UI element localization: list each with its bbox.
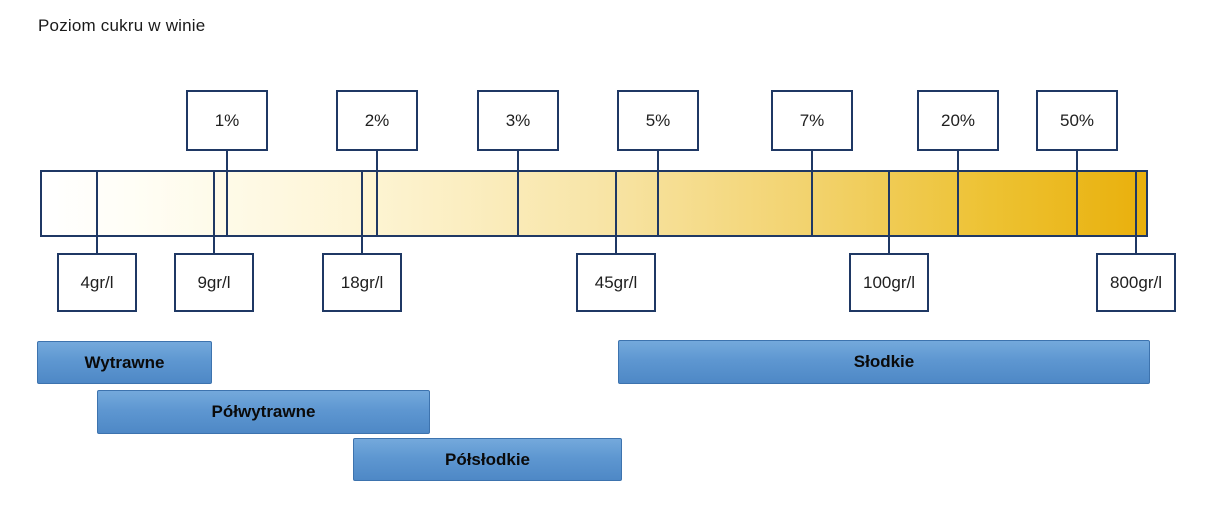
category-bar-wytrawne: Wytrawne xyxy=(37,341,212,384)
percent-connector-line xyxy=(811,151,813,170)
scale-tick-line xyxy=(1076,170,1078,237)
scale-tick-line xyxy=(811,170,813,237)
gram-connector-line xyxy=(361,237,363,253)
gram-connector-line xyxy=(213,237,215,253)
percent-marker-box: 20% xyxy=(917,90,999,151)
gram-marker-box: 45gr/l xyxy=(576,253,656,312)
scale-tick-line xyxy=(96,170,98,237)
gram-connector-line xyxy=(615,237,617,253)
percent-connector-line xyxy=(657,151,659,170)
percent-connector-line xyxy=(376,151,378,170)
gram-connector-line xyxy=(888,237,890,253)
gram-marker-box: 9gr/l xyxy=(174,253,254,312)
percent-connector-line xyxy=(226,151,228,170)
gram-connector-line xyxy=(96,237,98,253)
percent-marker-box: 7% xyxy=(771,90,853,151)
percent-connector-line xyxy=(1076,151,1078,170)
percent-connector-line xyxy=(957,151,959,170)
scale-tick-line xyxy=(517,170,519,237)
gram-marker-box: 100gr/l xyxy=(849,253,929,312)
scale-tick-line xyxy=(657,170,659,237)
page-title: Poziom cukru w winie xyxy=(38,16,206,35)
category-bar-slodkie: Słodkie xyxy=(618,340,1150,384)
scale-tick-line xyxy=(957,170,959,237)
percent-connector-line xyxy=(517,151,519,170)
scale-tick-line xyxy=(615,170,617,237)
sugar-scale-gradient-bar xyxy=(40,170,1148,237)
scale-tick-line xyxy=(1135,170,1137,237)
scale-tick-line xyxy=(361,170,363,237)
gram-marker-box: 800gr/l xyxy=(1096,253,1176,312)
percent-marker-box: 5% xyxy=(617,90,699,151)
scale-tick-line xyxy=(226,170,228,237)
scale-tick-line xyxy=(376,170,378,237)
category-bar-polwytrawne: Półwytrawne xyxy=(97,390,430,434)
scale-tick-line xyxy=(213,170,215,237)
percent-marker-box: 2% xyxy=(336,90,418,151)
percent-marker-box: 1% xyxy=(186,90,268,151)
category-bar-polslodkie: Półsłodkie xyxy=(353,438,622,481)
gram-marker-box: 4gr/l xyxy=(57,253,137,312)
percent-marker-box: 3% xyxy=(477,90,559,151)
gram-connector-line xyxy=(1135,237,1137,253)
gram-marker-box: 18gr/l xyxy=(322,253,402,312)
scale-tick-line xyxy=(888,170,890,237)
percent-marker-box: 50% xyxy=(1036,90,1118,151)
